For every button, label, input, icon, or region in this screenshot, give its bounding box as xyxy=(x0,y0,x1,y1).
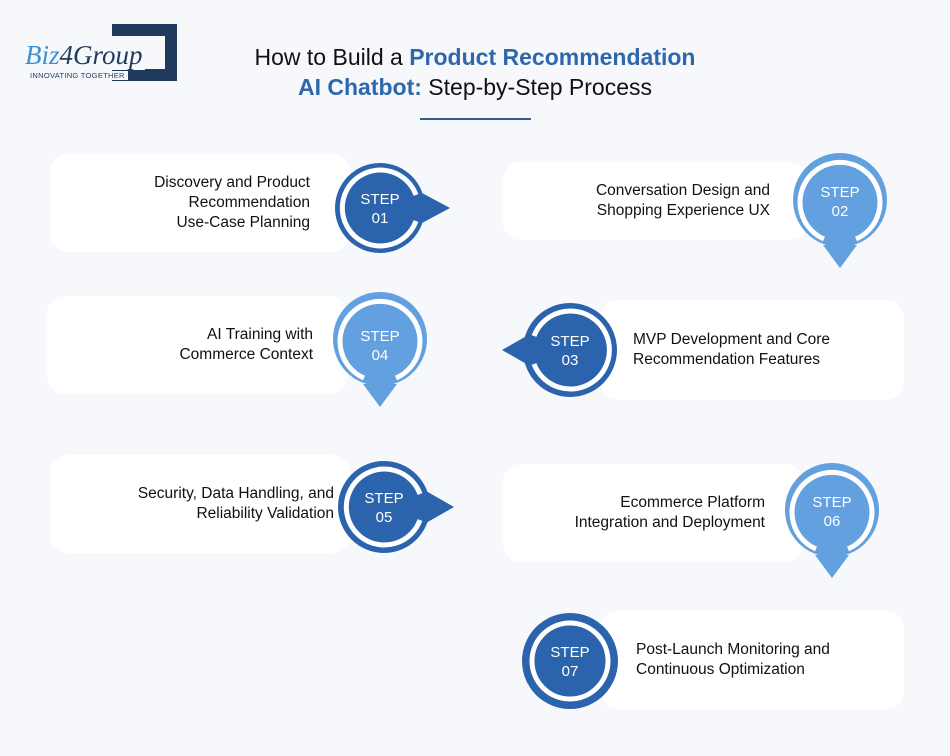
step-05-text: Security, Data Handling, and Reliability… xyxy=(137,485,334,522)
step-02-card: Conversation Design and Shopping Experie… xyxy=(503,162,808,240)
page-title: How to Build a Product Recommendation AI… xyxy=(254,44,696,100)
arrow-down-icon xyxy=(333,292,427,407)
step-03-text: MVP Development and Core Recommendation … xyxy=(633,331,831,368)
title-divider xyxy=(420,118,531,120)
step-07-card: Post-Launch Monitoring and Continuous Op… xyxy=(600,611,904,709)
arrow-left-icon xyxy=(502,303,617,397)
logo-tagline: INNOVATING TOGETHER xyxy=(30,71,128,80)
step-01-text: Discovery and Product Recommendation Use… xyxy=(154,174,310,231)
step-05-card: Security, Data Handling, and Reliability… xyxy=(50,455,350,553)
arrow-right-icon xyxy=(338,461,454,553)
step-02-text: Conversation Design and Shopping Experie… xyxy=(595,182,770,219)
step-06-text: Ecommerce Platform Integration and Deplo… xyxy=(574,494,765,531)
step-circle-icon xyxy=(522,613,618,709)
step-04-text: AI Training with Commerce Context xyxy=(179,326,313,363)
step-04-card: AI Training with Commerce Context xyxy=(47,296,347,394)
step-03-card: MVP Development and Core Recommendation … xyxy=(600,300,904,400)
logo-name: Biz4Group xyxy=(25,40,145,70)
step-06-card: Ecommerce Platform Integration and Deplo… xyxy=(503,464,803,562)
step-01-card: Discovery and Product Recommendation Use… xyxy=(50,154,350,252)
bizgroup-logo: Biz4Group INNOVATING TOGETHER xyxy=(22,24,177,84)
step-07-text: Post-Launch Monitoring and Continuous Op… xyxy=(636,641,830,678)
arrow-right-icon xyxy=(335,163,450,253)
logo-frame-outline xyxy=(112,24,177,81)
arrow-down-icon xyxy=(785,463,879,578)
arrow-down-icon xyxy=(793,153,887,268)
